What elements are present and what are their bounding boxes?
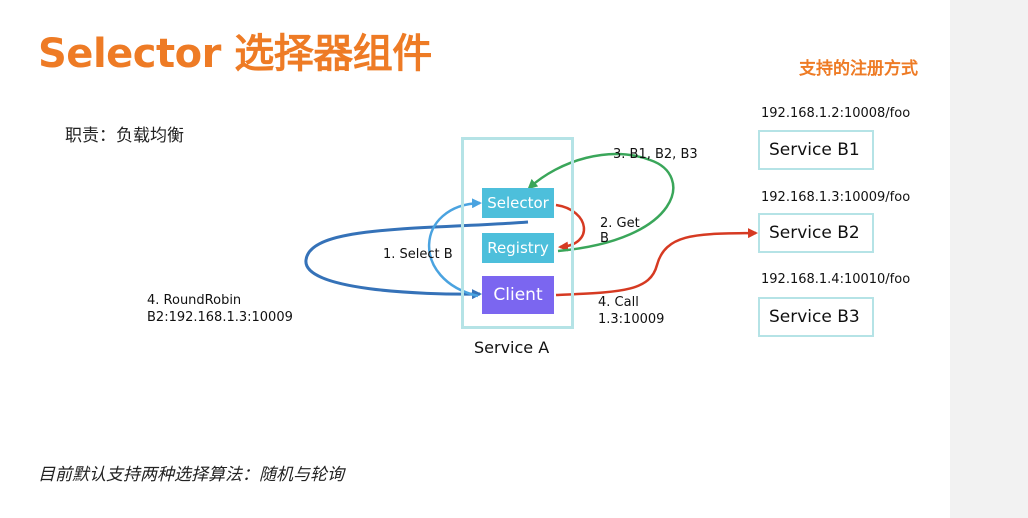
step1-label: 1. Select B	[383, 247, 453, 262]
service-b3-address: 192.168.1.4:10010/foo	[761, 272, 911, 287]
registration-methods-link[interactable]: 支持的注册方式	[799, 59, 918, 79]
service-b1-address: 192.168.1.2:10008/foo	[761, 106, 911, 121]
step4-roundrobin-line2: B2:192.168.1.3:10009	[147, 310, 293, 325]
step4-roundrobin-line1: 4. RoundRobin	[147, 293, 242, 308]
call-arrow	[555, 228, 758, 297]
duty-text: 职责：负载均衡	[65, 126, 184, 146]
service-b1-box[interactable]: Service B1	[758, 130, 874, 170]
registry-component[interactable]: Registry	[482, 233, 554, 263]
page-title: Selector 选择器组件	[38, 31, 432, 77]
step2-label-line2: B	[600, 231, 609, 246]
step4-call-line1: 4. Call	[598, 295, 639, 310]
right-shade	[950, 0, 1028, 518]
service-a-frame	[461, 137, 574, 329]
service-b3-box[interactable]: Service B3	[758, 297, 874, 337]
step4-call-line2: 1.3:10009	[598, 312, 665, 327]
step2-label-line1: 2. Get	[600, 216, 640, 231]
footer-note: 目前默认支持两种选择算法：随机与轮询	[38, 465, 344, 485]
service-b2-address: 192.168.1.3:10009/foo	[761, 190, 911, 205]
step3-label: 3. B1, B2, B3	[613, 147, 698, 162]
client-component[interactable]: Client	[482, 276, 554, 314]
service-b2-box[interactable]: Service B2	[758, 213, 874, 253]
service-a-label: Service A	[474, 338, 550, 357]
selector-component[interactable]: Selector	[482, 188, 554, 218]
